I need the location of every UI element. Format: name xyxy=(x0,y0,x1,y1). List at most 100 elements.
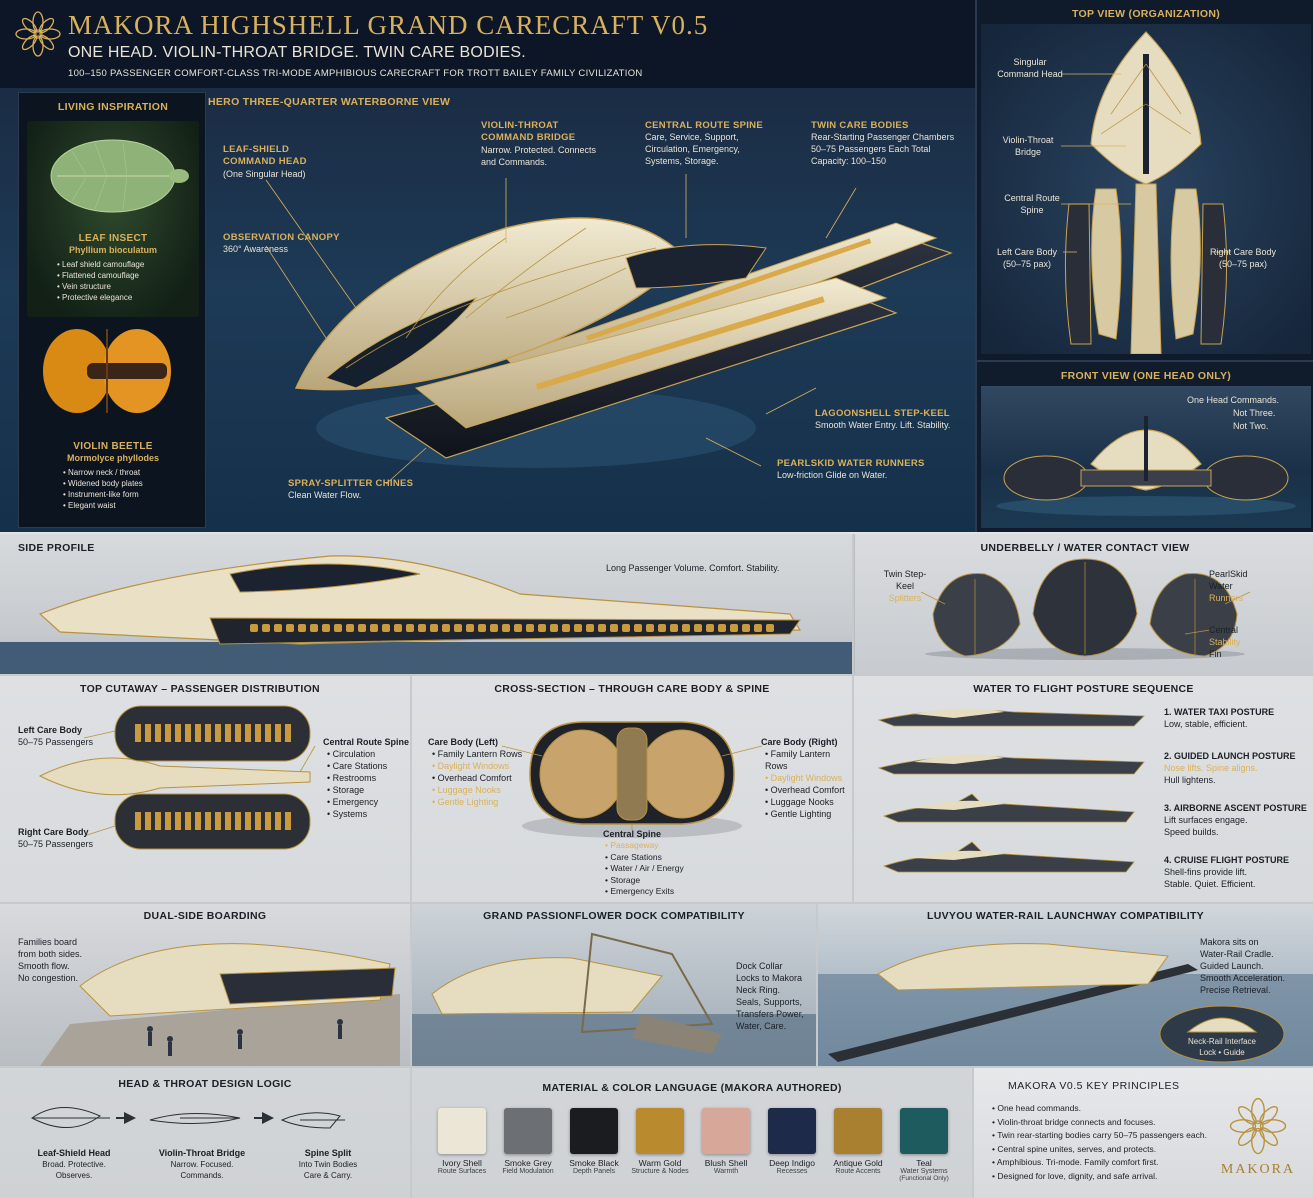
window-mark xyxy=(526,624,534,632)
seat-row-mark xyxy=(285,812,291,830)
label-sub: Stability xyxy=(1209,637,1241,647)
step-text: Hull lightens. xyxy=(1164,775,1216,785)
top-view-image xyxy=(981,24,1311,354)
list-item: Care Stations xyxy=(327,760,409,772)
window-mark xyxy=(262,624,270,632)
cross-section-spine: Central Spine Passageway Care Stations W… xyxy=(603,828,684,898)
window-mark xyxy=(466,624,474,632)
cross-section-panel: CROSS-SECTION – THROUGH CARE BODY & SPIN… xyxy=(412,676,852,902)
swatch-use: Field Modulation xyxy=(502,1168,554,1175)
violin-beetle-image: VIOLIN BEETLE Mormolyce phyllodes Narrow… xyxy=(27,319,199,519)
list-item: Twin rear-starting bodies carry 50–75 pa… xyxy=(992,1129,1232,1143)
callout-title: TWIN CARE BODIES xyxy=(811,120,909,131)
callout-water-runners: PEARLSKID WATER RUNNERS Low-friction Gli… xyxy=(777,458,947,481)
window-mark xyxy=(634,624,642,632)
seat-row-mark xyxy=(195,724,201,742)
seat-row-mark xyxy=(205,812,211,830)
list-item: Care Stations xyxy=(605,852,684,864)
color-swatch xyxy=(834,1108,882,1154)
color-swatch xyxy=(570,1108,618,1154)
list-item: Instrument-like form xyxy=(63,489,193,500)
label-title: Right Care Body xyxy=(18,827,89,837)
hero-title: HERO THREE-QUARTER WATERBORNE VIEW xyxy=(208,96,451,108)
seat-row-mark xyxy=(235,724,241,742)
header-panel: MAKORA HIGHSHELL GRAND CARECRAFT V0.5 ON… xyxy=(0,0,975,88)
label-title: Care Body (Right) xyxy=(761,737,838,747)
window-mark xyxy=(502,624,510,632)
label-sub: 50–75 Passengers xyxy=(18,737,94,747)
label-text: PearlSkid Water xyxy=(1209,569,1248,591)
seat-row-mark xyxy=(235,812,241,830)
window-mark xyxy=(334,624,342,632)
window-mark xyxy=(706,624,714,632)
violin-beetle-latin: Mormolyce phyllodes xyxy=(66,453,160,463)
label-title: Central Route Spine xyxy=(323,737,410,747)
step-title: 4. CRUISE FLIGHT POSTURE xyxy=(1164,855,1290,865)
text-line: Water, Care. xyxy=(736,1021,787,1031)
underbelly-image xyxy=(920,558,1251,660)
logic-step-2: Violin-Throat Bridge Narrow. Focused. Co… xyxy=(150,1148,254,1181)
divider xyxy=(852,534,854,902)
swatch-name: Smoke Black xyxy=(569,1158,619,1168)
seat-row-mark xyxy=(275,812,281,830)
list-item: Violin-throat bridge connects and focuse… xyxy=(992,1116,1232,1130)
seat-row-mark xyxy=(215,724,221,742)
callout-title: LEAF-SHIELD COMMAND HEAD xyxy=(223,144,307,167)
window-mark xyxy=(478,624,486,632)
window-mark xyxy=(286,624,294,632)
window-mark xyxy=(322,624,330,632)
list-item: Systems xyxy=(327,808,409,820)
window-mark xyxy=(766,624,774,632)
window-mark xyxy=(562,624,570,632)
callout-desc: 360° Awareness xyxy=(223,244,288,254)
list-item: Central spine unites, serves, and protec… xyxy=(992,1143,1232,1157)
underbelly-panel: UNDERBELLY / WATER CONTACT VIEW Twin Ste… xyxy=(853,534,1313,674)
label-title: Care Body (Left) xyxy=(428,737,499,747)
rail-inset-label: Neck-Rail Interface Lock • Guide xyxy=(1164,1036,1280,1058)
rail-panel: LUVYOU WATER-RAIL LAUNCHWAY COMPATIBILIT… xyxy=(818,904,1313,1066)
logic-title: HEAD & THROAT DESIGN LOGIC xyxy=(118,1078,292,1090)
list-item: Daylight Windows xyxy=(432,760,522,772)
leaf-insect-image: LEAF INSECT Phyllium bioculatum Leaf shi… xyxy=(27,121,199,317)
seat-row-mark xyxy=(215,812,221,830)
text-line: Makora sits on xyxy=(1200,937,1259,947)
callout-desc: Narrow. Protected. Connects and Commands… xyxy=(481,145,597,167)
step-text: Care & Carry. xyxy=(303,1171,353,1180)
swatch-name: Smoke Grey xyxy=(504,1158,552,1168)
window-mark xyxy=(382,624,390,632)
text-line: Guided Launch. xyxy=(1200,961,1264,971)
step-text: Narrow. Focused. xyxy=(170,1160,234,1169)
side-profile-image xyxy=(0,555,853,674)
color-swatch xyxy=(702,1108,750,1154)
cross-section-title: CROSS-SECTION – THROUGH CARE BODY & SPIN… xyxy=(494,683,770,695)
step-text: Broad. Protective. xyxy=(42,1160,106,1169)
callout-desc: Care, Service, Support, Circulation, Eme… xyxy=(645,132,740,166)
seat-row-mark xyxy=(175,812,181,830)
callout-desc: Smooth Water Entry. Lift. Stability. xyxy=(815,420,951,430)
text-line: Transfers Power, xyxy=(736,1009,804,1019)
window-mark xyxy=(658,624,666,632)
seat-row-mark xyxy=(265,724,271,742)
list-item: Flattened camouflage xyxy=(57,270,197,281)
window-mark xyxy=(454,624,462,632)
flight-sequence-panel: WATER TO FLIGHT POSTURE SEQUENCE 1. WATE… xyxy=(854,676,1313,902)
list-item: Luggage Nooks xyxy=(765,796,852,808)
callout-desc: Clean Water Flow. xyxy=(288,490,362,500)
rail-text: Makora sits on Water-Rail Cradle. Guided… xyxy=(1200,936,1285,996)
flight-step-3: 3. AIRBORNE ASCENT POSTURE Lift surfaces… xyxy=(1164,802,1309,838)
front-view-note-1: One Head Commands. xyxy=(1187,395,1280,405)
violin-beetle-traits: Narrow neck / throat Widened body plates… xyxy=(63,467,193,511)
step-text: Shell-fins provide lift. xyxy=(1164,867,1248,877)
flight-step-2: 2. GUIDED LAUNCH POSTURE Nose lifts. Spi… xyxy=(1164,750,1309,786)
swatch-name: Deep Indigo xyxy=(769,1158,815,1168)
swatch-use: Recesses xyxy=(776,1168,808,1175)
seat-row-mark xyxy=(225,724,231,742)
window-mark xyxy=(418,624,426,632)
step-title: 2. GUIDED LAUNCH POSTURE xyxy=(1164,751,1296,761)
underbelly-label-central: Central Stability Fin xyxy=(1209,624,1269,660)
list-item: Storage xyxy=(605,875,684,887)
